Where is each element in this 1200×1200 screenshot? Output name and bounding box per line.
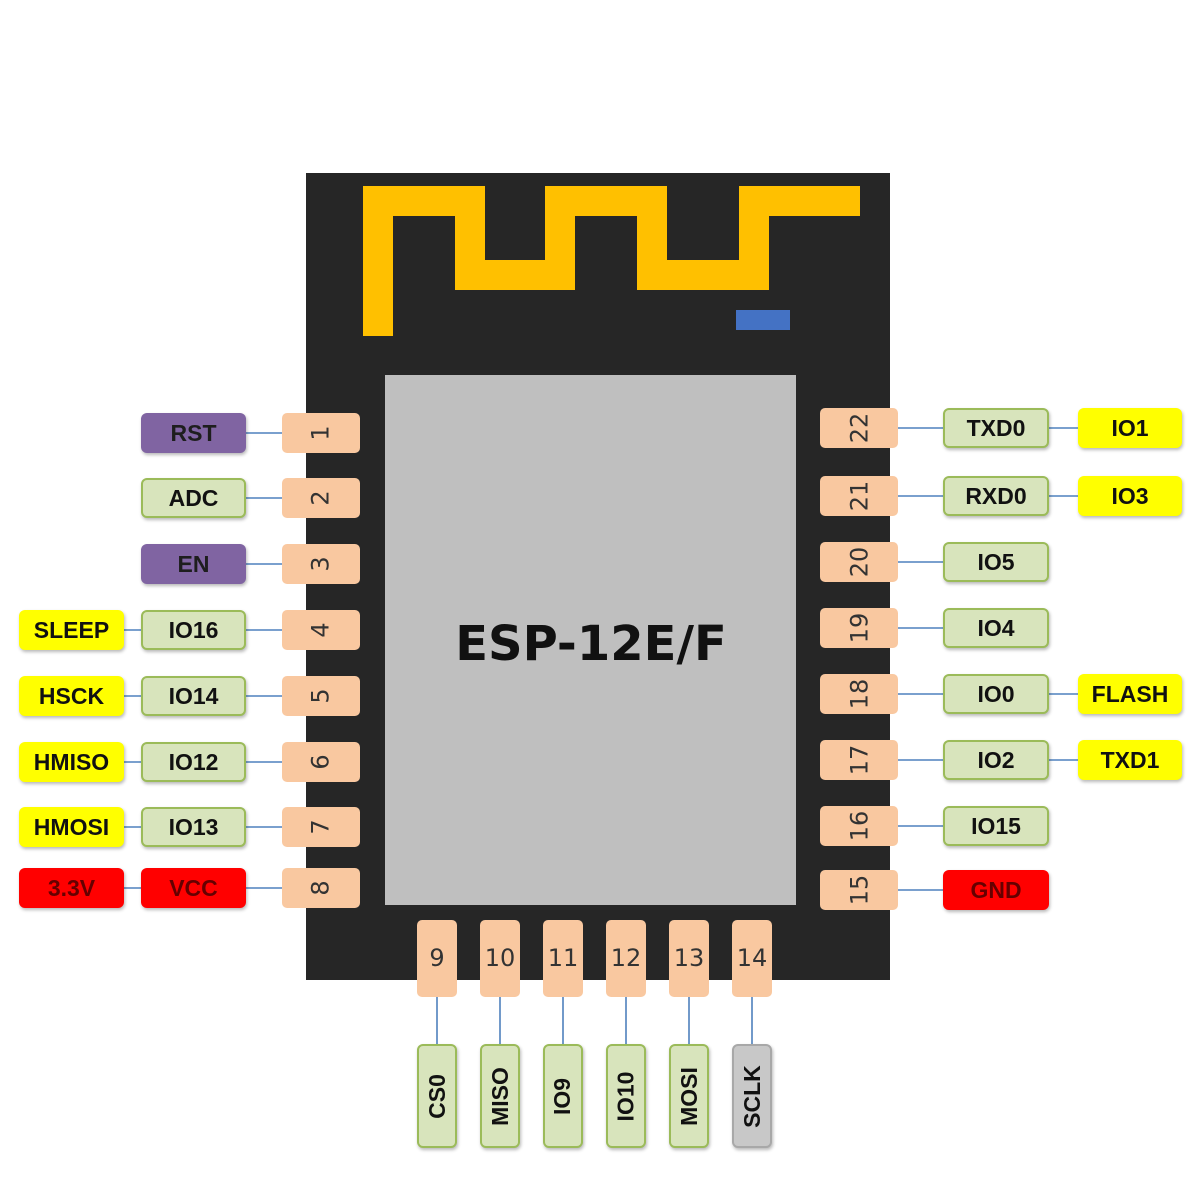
pin-pad-11: 11 — [543, 920, 583, 997]
pin-label-3-3v: 3.3V — [19, 868, 124, 908]
pin-label-io9: IO9 — [543, 1044, 583, 1148]
pin-number: 4 — [307, 622, 335, 638]
pin-pad-16: 16 — [820, 806, 898, 846]
pin-pad-13: 13 — [669, 920, 709, 997]
pin-number: 21 — [844, 480, 873, 512]
pin-label-io13: IO13 — [141, 807, 246, 847]
pin-number: 10 — [484, 944, 516, 972]
pin-label-io5: IO5 — [943, 542, 1049, 582]
pin-label-io16: IO16 — [141, 610, 246, 650]
pin-pad-19: 19 — [820, 608, 898, 648]
pin-label-io12: IO12 — [141, 742, 246, 782]
pin-pad-5: 5 — [282, 676, 360, 716]
pin-pad-21: 21 — [820, 476, 898, 516]
pin-number: 9 — [429, 944, 445, 972]
pin-label-io15: IO15 — [943, 806, 1049, 846]
pin-label-rst: RST — [141, 413, 246, 453]
status-led — [736, 310, 790, 330]
pin-label-miso: MISO — [480, 1044, 520, 1148]
pin-number: 12 — [610, 944, 642, 972]
antenna-trace — [363, 186, 860, 336]
pin-pad-7: 7 — [282, 807, 360, 847]
pin-label-hmiso: HMISO — [19, 742, 124, 782]
pin-pad-12: 12 — [606, 920, 646, 997]
pin-label-text: IO9 — [549, 1077, 576, 1115]
pin-number: 19 — [844, 612, 873, 644]
shield-can — [385, 375, 796, 905]
pin-number: 6 — [307, 754, 335, 770]
pin-pad-18: 18 — [820, 674, 898, 714]
pin-label-text: CS0 — [423, 1073, 450, 1119]
pin-label-en: EN — [141, 544, 246, 584]
pin-label-flash: FLASH — [1078, 674, 1182, 714]
pin-label-rxd0: RXD0 — [943, 476, 1049, 516]
pin-label-io0: IO0 — [943, 674, 1049, 714]
pin-label-io14: IO14 — [141, 676, 246, 716]
pin-pad-4: 4 — [282, 610, 360, 650]
pin-number: 8 — [307, 880, 335, 896]
pin-label-gnd: GND — [943, 870, 1049, 910]
pin-pad-1: 1 — [282, 413, 360, 453]
pin-label-hmosi: HMOSI — [19, 807, 124, 847]
pin-label-vcc: VCC — [141, 868, 246, 908]
pin-number: 2 — [307, 490, 335, 506]
pin-pad-3: 3 — [282, 544, 360, 584]
pin-label-io4: IO4 — [943, 608, 1049, 648]
pin-pad-6: 6 — [282, 742, 360, 782]
pin-label-cs0: CS0 — [417, 1044, 457, 1148]
pin-label-text: SCLK — [738, 1064, 765, 1128]
connector-wires — [123, 427, 1078, 1044]
pin-number: 11 — [547, 944, 579, 972]
pin-label-text: MISO — [486, 1066, 513, 1126]
pin-pad-9: 9 — [417, 920, 457, 997]
pin-pad-10: 10 — [480, 920, 520, 997]
pin-number: 16 — [844, 810, 873, 842]
pin-label-mosi: MOSI — [669, 1044, 709, 1148]
pin-number: 17 — [844, 744, 873, 776]
pin-number: 18 — [844, 678, 873, 710]
pin-number: 1 — [307, 425, 335, 441]
pin-number: 13 — [673, 944, 705, 972]
pin-number: 20 — [844, 546, 873, 578]
pin-label-sleep: SLEEP — [19, 610, 124, 650]
pin-pad-22: 22 — [820, 408, 898, 448]
pin-label-io10: IO10 — [606, 1044, 646, 1148]
pin-number: 5 — [307, 688, 335, 704]
pin-label-sclk: SCLK — [732, 1044, 772, 1148]
pin-label-txd0: TXD0 — [943, 408, 1049, 448]
pin-pad-17: 17 — [820, 740, 898, 780]
pin-number: 7 — [307, 819, 335, 835]
pin-label-io2: IO2 — [943, 740, 1049, 780]
pin-pad-2: 2 — [282, 478, 360, 518]
pin-pad-20: 20 — [820, 542, 898, 582]
pin-pad-14: 14 — [732, 920, 772, 997]
pin-label-text: MOSI — [675, 1066, 702, 1126]
pin-number: 14 — [736, 944, 768, 972]
pin-label-text: IO10 — [612, 1071, 639, 1121]
pin-label-hsck: HSCK — [19, 676, 124, 716]
pin-label-io1: IO1 — [1078, 408, 1182, 448]
pin-label-adc: ADC — [141, 478, 246, 518]
pin-number: 3 — [307, 556, 335, 572]
pin-pad-15: 15 — [820, 870, 898, 910]
pin-pad-8: 8 — [282, 868, 360, 908]
module-title: ESP-12E/F — [455, 616, 727, 672]
pin-number: 22 — [844, 412, 873, 444]
pin-number: 15 — [844, 874, 873, 906]
pin-label-io3: IO3 — [1078, 476, 1182, 516]
pin-label-txd1: TXD1 — [1078, 740, 1182, 780]
